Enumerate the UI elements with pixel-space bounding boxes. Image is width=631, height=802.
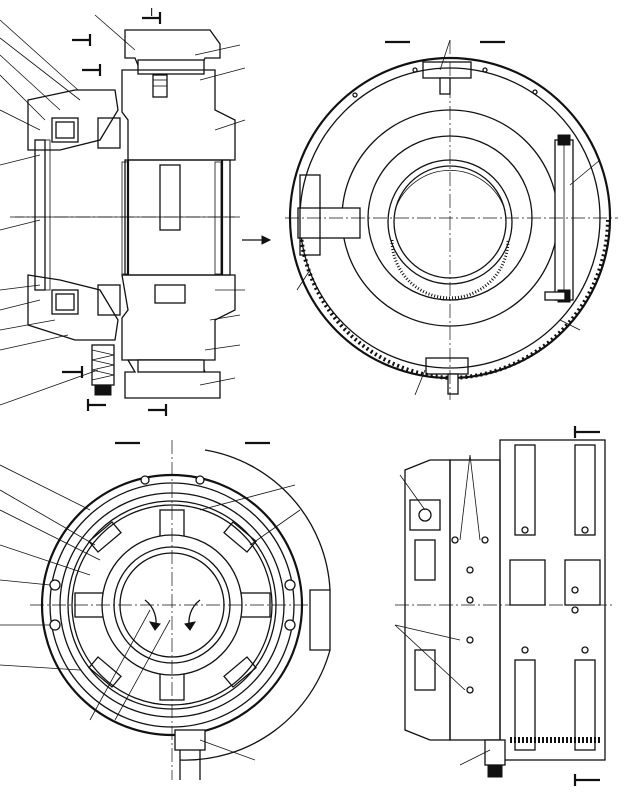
brake-pads (88, 521, 257, 688)
cross-section-view (285, 39, 618, 400)
half-section-ribs-view (0, 440, 331, 780)
section-marker-left-upper (72, 34, 102, 76)
section-marker-top: I (142, 6, 162, 24)
leader-lines-left (0, 14, 246, 406)
section-marker-bottom (62, 366, 168, 416)
svg-text:I: I (150, 6, 153, 19)
plan-view (394, 426, 615, 786)
plan-holes (451, 526, 589, 694)
longitudinal-section-view: I (0, 6, 272, 416)
